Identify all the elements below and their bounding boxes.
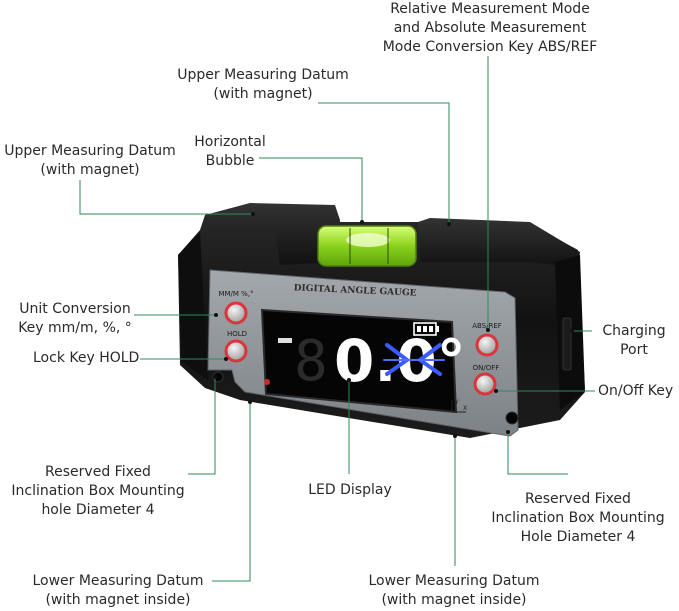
callout-abs-ref-line-2: and Absolute Measurement — [393, 20, 587, 36]
callout-unit-conversion-line-1: Unit Conversion — [19, 301, 131, 317]
callout-upper-datum-top: Upper Measuring Datum (with magnet) — [168, 66, 358, 104]
callout-lower-datum-left: Lower Measuring Datum (with magnet insid… — [20, 572, 216, 610]
btn-abs-label: ABS/REF — [472, 322, 502, 330]
callout-reserved-right-line-2: Inclination Box Mounting — [491, 510, 665, 526]
callout-reserved-right-line-1: Reserved Fixed — [525, 491, 631, 507]
sign-segment — [278, 338, 292, 343]
callout-abs-ref-line-1: Relative Measurement Mode — [390, 1, 590, 17]
callout-reserved-left-line-3: hole Diameter 4 — [41, 502, 155, 518]
led-display: 8 0.0° — [260, 308, 466, 414]
callout-lower-datum-right-line-1: Lower Measuring Datum — [368, 573, 540, 589]
callout-upper-datum-top-line-1: Upper Measuring Datum — [177, 67, 349, 83]
callout-on-off-key: On/Off Key — [598, 382, 678, 401]
callout-on-off-key-line-1: On/Off Key — [598, 383, 674, 399]
axis-x-label: X — [463, 405, 467, 412]
leader-dots — [213, 212, 574, 438]
btn-onoff-label: ON/OFF — [473, 364, 500, 372]
hold-button[interactable]: HOLD — [224, 330, 248, 363]
callout-lower-datum-left-line-1: Lower Measuring Datum — [32, 573, 204, 589]
charging-port — [562, 317, 572, 371]
horizontal-bubble — [317, 225, 417, 267]
axis-marker-icon: Y X — [451, 399, 467, 413]
mounting-hole-right — [505, 411, 519, 425]
callout-led-display: LED Display — [300, 481, 400, 500]
callout-reserved-left-line-1: Reserved Fixed — [45, 464, 151, 480]
indicator-dot — [264, 379, 270, 385]
callout-horizontal-bubble-line-2: Bubble — [205, 153, 255, 169]
callout-horizontal-bubble: Horizontal Bubble — [186, 133, 274, 171]
callout-charging-port: Charging Port — [592, 322, 676, 360]
ghost-digit: 8 — [294, 329, 328, 394]
callout-reserved-left-line-2: Inclination Box Mounting — [11, 483, 185, 499]
callout-reserved-left: Reserved Fixed Inclination Box Mounting … — [0, 463, 196, 520]
callout-charging-port-line-1: Charging — [602, 323, 666, 339]
btn-mm-label: MM/M %,° — [218, 290, 253, 298]
callout-unit-conversion: Unit Conversion Key mm/m, %, ° — [10, 300, 140, 338]
left-side-face — [178, 232, 208, 380]
callout-horizontal-bubble-line-1: Horizontal — [194, 134, 266, 150]
callout-abs-ref-line-3: Mode Conversion Key ABS/REF — [382, 39, 598, 55]
upper-datum-right-block — [418, 218, 580, 268]
leader-lines — [79, 56, 595, 582]
callout-upper-datum-left-line-2: (with magnet) — [40, 162, 140, 178]
battery-icon — [413, 322, 439, 336]
axis-y-label: Y — [454, 399, 459, 406]
callout-charging-port-line-2: Port — [620, 342, 648, 358]
callout-upper-datum-top-line-2: (with magnet) — [213, 86, 313, 102]
callout-lower-datum-right: Lower Measuring Datum (with magnet insid… — [356, 572, 552, 610]
upper-datum-left-block — [205, 203, 340, 265]
callout-reserved-right-line-3: Hole Diameter 4 — [520, 529, 636, 545]
callout-unit-conversion-line-2: Key mm/m, %, ° — [18, 320, 132, 336]
callout-upper-datum-left: Upper Measuring Datum (with magnet) — [0, 142, 180, 180]
callout-lock-key: Lock Key HOLD — [33, 349, 153, 368]
unit-conversion-button[interactable]: MM/M %,° — [218, 290, 254, 325]
btn-hold-label: HOLD — [227, 330, 247, 338]
callout-abs-ref: Relative Measurement Mode and Absolute M… — [375, 0, 605, 57]
callout-upper-datum-left-line-1: Upper Measuring Datum — [4, 143, 176, 159]
on-off-button[interactable]: ON/OFF — [473, 364, 500, 396]
direction-chevron-icon — [383, 343, 445, 376]
callout-lock-key-line-1: Lock Key HOLD — [33, 350, 140, 366]
callout-lower-datum-right-line-2: (with magnet inside) — [381, 592, 527, 608]
abs-ref-button[interactable]: ABS/REF — [472, 322, 502, 357]
callout-led-display-line-1: LED Display — [308, 482, 392, 498]
callout-lower-datum-left-line-2: (with magnet inside) — [45, 592, 191, 608]
callout-reserved-right: Reserved Fixed Inclination Box Mounting … — [480, 490, 676, 547]
